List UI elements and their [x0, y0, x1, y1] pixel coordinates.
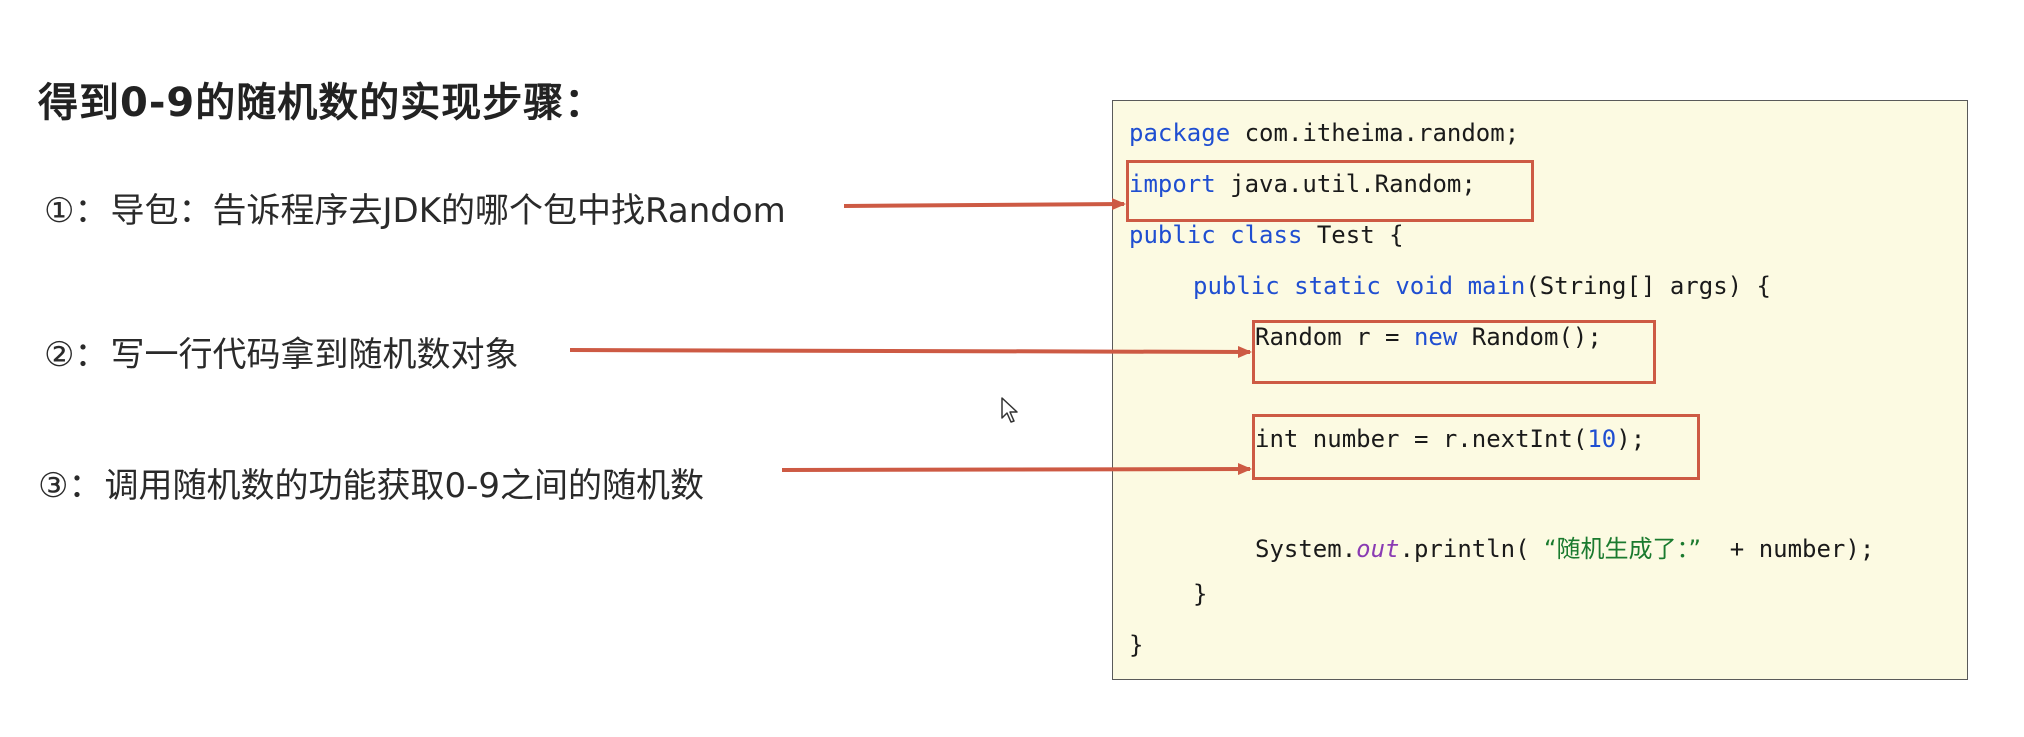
code-text: com.itheima.random;	[1230, 119, 1520, 147]
step-text: 调用随机数的功能获取0-9之间的随机数	[104, 466, 705, 506]
arrow-step-1	[843, 198, 1126, 211]
code-line-next-int: int number = r.nextInt(10);	[1255, 425, 1645, 453]
keyword: new	[1413, 323, 1458, 351]
arrow-step-3	[781, 463, 1252, 476]
code-text: Random r =	[1255, 323, 1414, 351]
highlight-next-int-box	[1252, 414, 1700, 480]
keyword: public	[1193, 272, 1280, 300]
code-text: .println(	[1399, 535, 1545, 563]
arrow-step-2	[569, 345, 1252, 358]
code-line-println: System.out.println( “随机生成了：” + number);	[1255, 529, 1874, 564]
code-text: Test {	[1302, 221, 1404, 249]
keyword: static	[1294, 272, 1381, 300]
code-text: Random();	[1457, 323, 1602, 351]
step-number: ②：	[44, 335, 109, 375]
code-text: java.util.Random;	[1215, 170, 1476, 198]
keyword: void	[1395, 272, 1454, 300]
step-2-create-object: ②：写一行代码拿到随机数对象	[44, 327, 518, 376]
code-text: int number = r.nextInt(	[1255, 425, 1588, 453]
string-literal: “随机生成了：”	[1544, 535, 1701, 563]
keyword: package	[1129, 119, 1231, 147]
highlight-import-box	[1126, 160, 1534, 222]
code-line-close-method: }	[1193, 580, 1208, 608]
number-literal: 10	[1587, 425, 1617, 453]
step-text: 写一行代码拿到随机数对象	[110, 335, 519, 375]
code-line-package: package com.itheima.random;	[1129, 119, 1519, 147]
code-line-close-class: }	[1129, 631, 1144, 659]
step-number: ③：	[38, 466, 103, 506]
keyword: public	[1129, 221, 1216, 249]
step-1-import: ①：导包：告诉程序去JDK的哪个包中找Random	[44, 183, 786, 232]
page-title: 得到0-9的随机数的实现步骤：	[38, 80, 606, 126]
code-line-main: public static void main(String[] args) {	[1193, 272, 1771, 300]
code-panel: package com.itheima.random; import java.…	[1112, 100, 1968, 680]
code-line-class: public class Test {	[1129, 221, 1404, 249]
keyword: import	[1129, 170, 1216, 198]
field-out: out	[1356, 535, 1400, 563]
code-line-new-random: Random r = new Random();	[1255, 323, 1602, 351]
code-line-import: import java.util.Random;	[1129, 170, 1476, 198]
step-3-call-nextint: ③：调用随机数的功能获取0-9之间的随机数	[38, 458, 704, 507]
keyword: class	[1230, 221, 1303, 249]
step-text: 导包：告诉程序去JDK的哪个包中找Random	[110, 191, 786, 231]
highlight-new-random-box	[1252, 320, 1656, 384]
method-name: main	[1467, 272, 1526, 300]
code-text: (String[] args) {	[1525, 272, 1771, 300]
code-text: + number);	[1700, 535, 1875, 563]
mouse-cursor-icon	[1001, 397, 1018, 423]
code-text: System.	[1255, 535, 1357, 563]
step-number: ①：	[44, 191, 109, 231]
code-text: );	[1616, 425, 1646, 453]
